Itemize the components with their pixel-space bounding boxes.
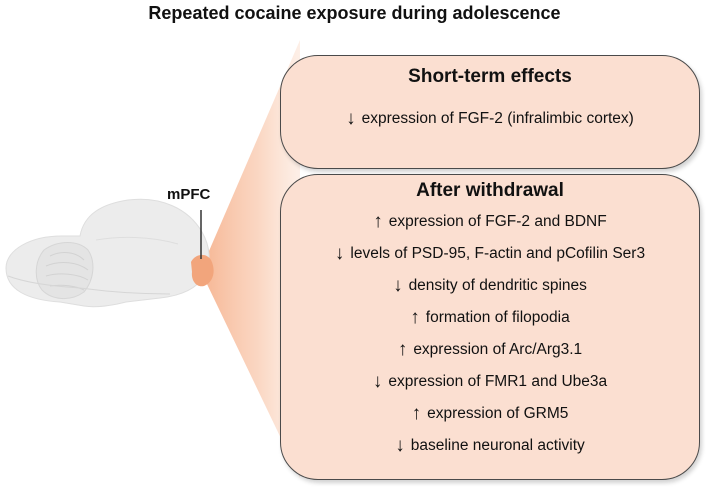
withdrawal-effects-list: ↑expression of FGF-2 and BDNF ↓levels of… bbox=[281, 206, 699, 462]
effect-item: ↑expression of GRM5 bbox=[411, 403, 569, 424]
down-arrow-icon: ↓ bbox=[395, 435, 405, 456]
effect-item: ↓density of dendritic spines bbox=[393, 275, 587, 296]
cerebellum bbox=[35, 242, 94, 299]
figure-title: Repeated cocaine exposure during adolesc… bbox=[148, 3, 561, 23]
down-arrow-icon: ↓ bbox=[346, 108, 356, 129]
after-withdrawal-heading: After withdrawal bbox=[416, 180, 564, 201]
effect-item: ↑expression of Arc/Arg3.1 bbox=[397, 339, 583, 360]
effect-item: ↑formation of filopodia bbox=[410, 307, 570, 328]
effect-item: ↓expression of FGF-2 (infralimbic cortex… bbox=[346, 108, 634, 129]
effect-item: ↑expression of FGF-2 and BDNF bbox=[373, 211, 607, 232]
up-arrow-icon: ↑ bbox=[410, 307, 420, 328]
down-arrow-icon: ↓ bbox=[334, 243, 345, 264]
after-withdrawal-box: After withdrawal ↑expression of FGF-2 an… bbox=[280, 174, 700, 480]
effect-item: ↓expression of FMR1 and Ube3a bbox=[372, 371, 608, 392]
brain-illustration bbox=[5, 198, 214, 308]
mpfc-region bbox=[191, 254, 214, 287]
effect-item: ↓levels of PSD-95, F-actin and pCofilin … bbox=[334, 243, 646, 264]
up-arrow-icon: ↑ bbox=[411, 403, 422, 424]
brainstem bbox=[7, 275, 171, 295]
down-arrow-icon: ↓ bbox=[372, 371, 383, 392]
down-arrow-icon: ↓ bbox=[393, 275, 403, 296]
up-arrow-icon: ↑ bbox=[373, 211, 383, 232]
effect-item: ↓baseline neuronal activity bbox=[395, 435, 585, 456]
short-term-heading: Short-term effects bbox=[408, 66, 572, 87]
projection-beam bbox=[206, 40, 300, 478]
mpfc-label: mPFC bbox=[167, 186, 211, 203]
short-term-effects-box: Short-term effects ↓expression of FGF-2 … bbox=[280, 55, 700, 169]
up-arrow-icon: ↑ bbox=[397, 339, 408, 360]
